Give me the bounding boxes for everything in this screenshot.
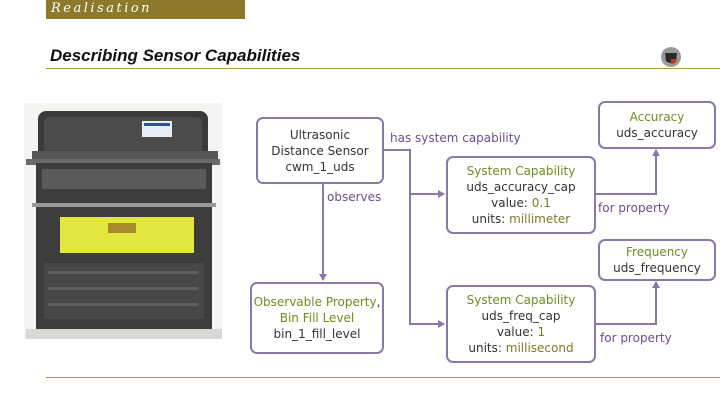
freq-cap-value-row: value: 1 <box>497 324 545 340</box>
frequency-line1: Frequency <box>626 245 688 259</box>
freq-cap-title: System Capability <box>466 293 576 307</box>
frequency-capability-node: System Capability uds_freq_cap value: 1 … <box>446 285 596 363</box>
accuracy-line1: Accuracy <box>629 110 685 124</box>
edge-has-system-capability <box>384 149 445 198</box>
freq-cap-value: 1 <box>537 325 546 339</box>
property-line1-wrap: Observable Property, <box>254 294 381 310</box>
label-for-property-1: for property <box>598 201 670 215</box>
accuracy-capability-node: System Capability uds_accuracy_cap value… <box>446 156 596 234</box>
property-line2: Bin Fill Level <box>279 311 355 325</box>
property-line1: Observable Property <box>253 295 377 309</box>
freq-cap-units-label: units: <box>468 341 502 355</box>
accuracy-line2: uds_accuracy <box>616 126 698 140</box>
accuracy-cap-units-row: units: millimeter <box>472 211 571 227</box>
label-for-property-2: for property <box>600 331 672 345</box>
frequency-line2: uds_frequency <box>613 261 701 275</box>
edge-for-property-1 <box>596 149 660 195</box>
sensor-line1: Ultrasonic <box>289 127 351 142</box>
label-observes: observes <box>327 190 382 204</box>
section-tab: Realisation <box>46 0 245 19</box>
crest-logo-icon <box>661 47 681 67</box>
accuracy-cap-value: 0.1 <box>531 196 551 210</box>
title-rule <box>46 68 720 69</box>
accuracy-cap-units: millimeter <box>509 212 571 226</box>
property-line1-suffix: , <box>376 295 381 309</box>
freq-cap-units-row: units: millisecond <box>468 340 573 356</box>
accuracy-node: Accuracy uds_accuracy <box>598 101 716 149</box>
footer-rule <box>46 377 720 378</box>
accuracy-cap-title: System Capability <box>466 164 576 178</box>
accuracy-cap-name: uds_accuracy_cap <box>466 180 576 194</box>
accuracy-cap-value-row: value: 0.1 <box>491 195 551 211</box>
section-label: Realisation <box>51 1 153 16</box>
property-line3: bin_1_fill_level <box>273 327 361 341</box>
wheelie-bin-photo <box>24 103 222 339</box>
freq-cap-name: uds_freq_cap <box>481 309 561 323</box>
observable-property-node: Observable Property, Bin Fill Level bin_… <box>250 282 384 354</box>
edge-has-system-capability-2 <box>409 194 445 328</box>
slide-title: Describing Sensor Capabilities <box>50 46 301 65</box>
frequency-node: Frequency uds_frequency <box>598 239 716 281</box>
sensor-line3: cwm_1_uds <box>285 159 355 174</box>
freq-cap-value-label: value: <box>496 325 534 339</box>
freq-cap-units: millisecond <box>505 341 574 355</box>
accuracy-cap-value-label: value: <box>491 196 528 210</box>
edge-for-property-2 <box>596 281 660 325</box>
accuracy-cap-units-label: units: <box>471 212 506 226</box>
sensor-line2: Distance Sensor <box>271 143 369 158</box>
label-has-system-capability: has system capability <box>390 131 521 145</box>
sensor-node: Ultrasonic Distance Sensor cwm_1_uds <box>256 117 384 184</box>
